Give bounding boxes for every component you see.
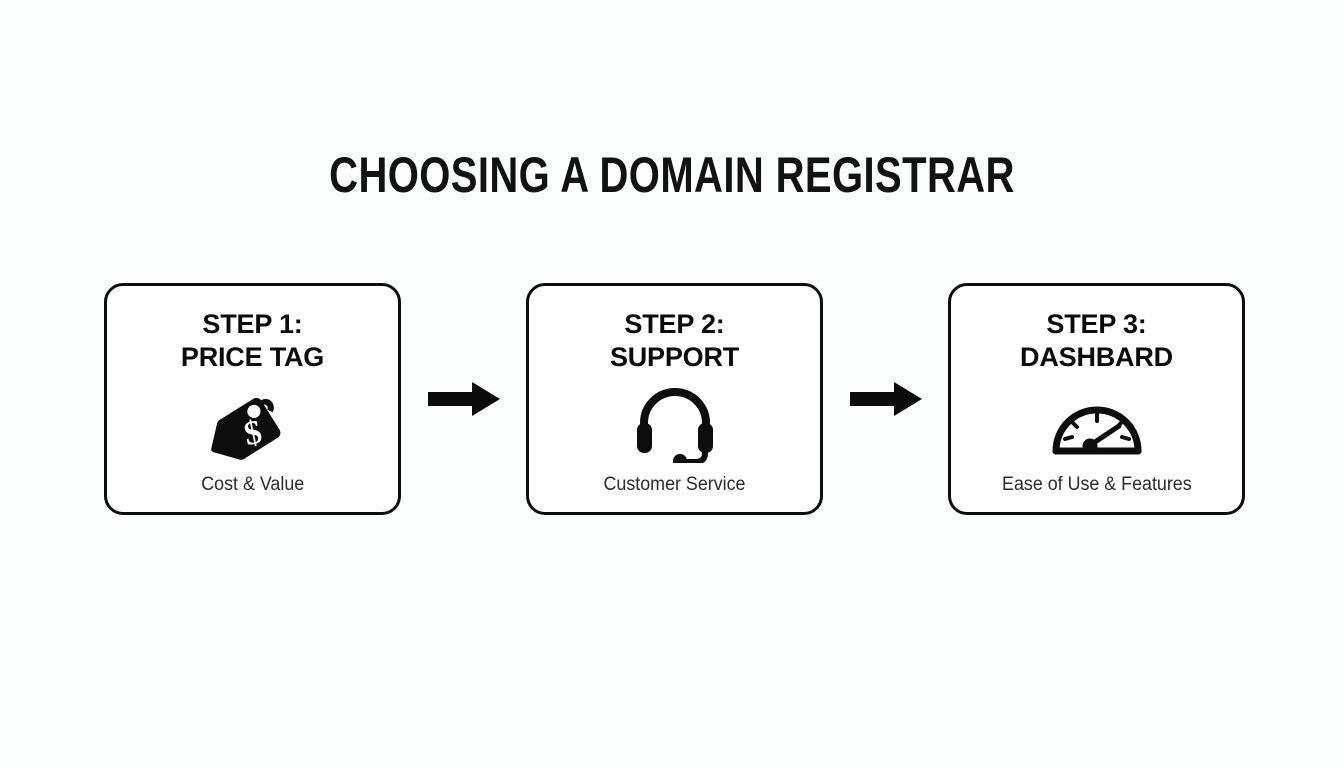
arrow-right-icon	[849, 382, 922, 416]
step-heading-3: STEP 3: DASHBARD	[1020, 309, 1173, 372]
step-icon-1-slot: $	[107, 376, 398, 474]
flow-connector-1	[427, 379, 500, 419]
step-heading-1: STEP 1: PRICE TAG	[180, 309, 325, 372]
step-caption-1: Cost & Value	[201, 474, 304, 495]
step-card-3[interactable]: STEP 3: DASHBARD Ease of Use &	[948, 283, 1245, 515]
headset-icon	[636, 388, 713, 463]
price-tag-dollar-icon: $	[210, 398, 280, 460]
page-title: CHOOSING A DOMAIN REGISTRAR	[329, 147, 1015, 203]
step-icon-2-slot	[529, 376, 820, 474]
step-icon-3-slot	[951, 376, 1242, 474]
step-caption-3: Ease of Use & Features	[1001, 474, 1192, 495]
step-card-1[interactable]: STEP 1: PRICE TAG $ Cost & Value	[104, 283, 401, 515]
step-heading-2: STEP 2: SUPPORT	[609, 309, 740, 372]
step-caption-2: Customer Service	[603, 474, 746, 495]
arrow-right-icon	[427, 382, 500, 416]
flow-connector-2	[849, 379, 922, 419]
gauge-speedometer-icon	[1052, 406, 1141, 455]
step-card-2[interactable]: STEP 2: SUPPORT Customer Service	[526, 283, 823, 515]
process-flow: STEP 1: PRICE TAG $ Cost & Value	[104, 283, 1245, 515]
